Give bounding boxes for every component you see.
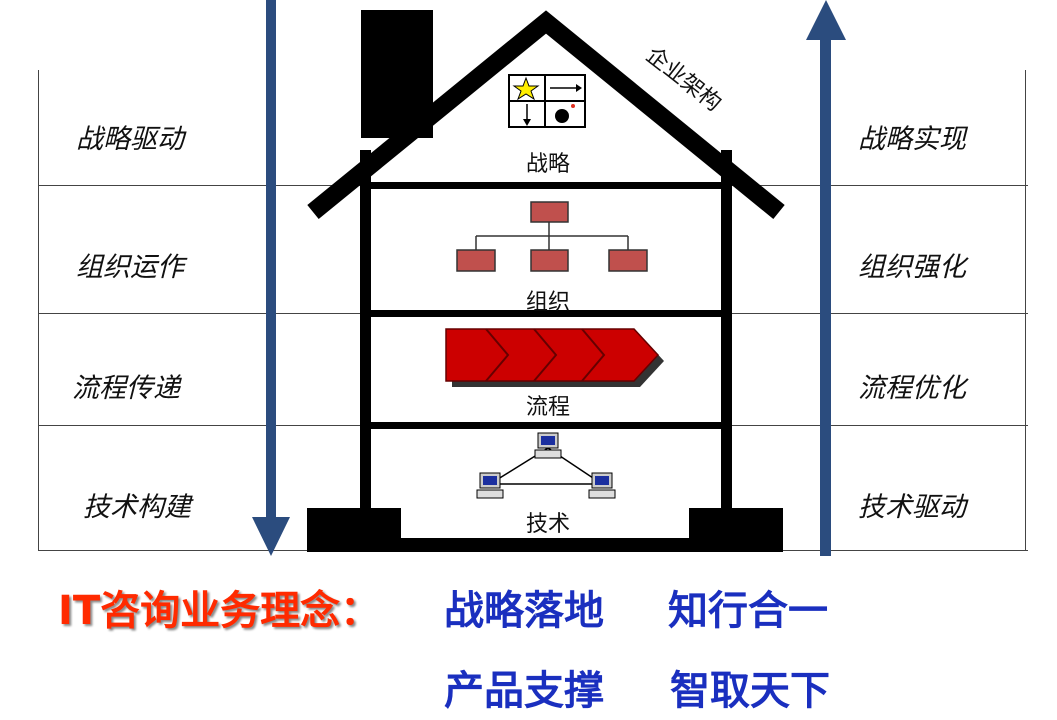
motto-line1-b: 知行合一 [668,588,828,634]
floor-label-strategy: 战略 [525,152,570,177]
floor-label-process: 流程 [525,395,570,420]
left-wall [360,150,371,542]
right-label-technology: 技术驱动 [858,492,966,523]
house-base [307,538,783,552]
computer-network-icon [476,432,616,499]
right-label-process: 流程优化 [858,373,966,404]
floor-3 [360,422,732,429]
org-chart-icon [456,201,648,272]
right-label-strategy: 战略实现 [858,124,966,155]
floor-label-technology: 技术 [525,512,570,537]
motto-line1-a: 战略落地 [444,588,604,634]
motto-line2-b: 智取天下 [670,668,830,714]
computer-icon [588,472,616,499]
left-label-organization: 组织运作 [76,252,184,283]
left-label-technology: 技术构建 [83,492,191,523]
floor-2 [360,310,732,317]
strategy-board-icon [508,74,586,128]
computer-icon [534,432,562,459]
floor-label-organization: 组织 [525,290,570,315]
grid-right-edge [1025,70,1026,551]
up-arrow-icon [806,0,846,556]
roof [307,10,785,219]
grid-left-edge [38,70,39,551]
left-label-strategy: 战略驱动 [76,124,184,155]
motto-line2-a: 产品支撑 [444,668,604,714]
down-arrow-icon [252,0,290,556]
right-label-organization: 组织强化 [858,252,966,283]
computer-icon [476,472,504,499]
motto-prefix: IT咨询业务理念： [58,588,381,634]
floor-1 [360,182,732,189]
process-chevrons-icon [445,328,664,387]
right-wall [721,150,732,542]
left-label-process: 流程传递 [72,373,180,404]
